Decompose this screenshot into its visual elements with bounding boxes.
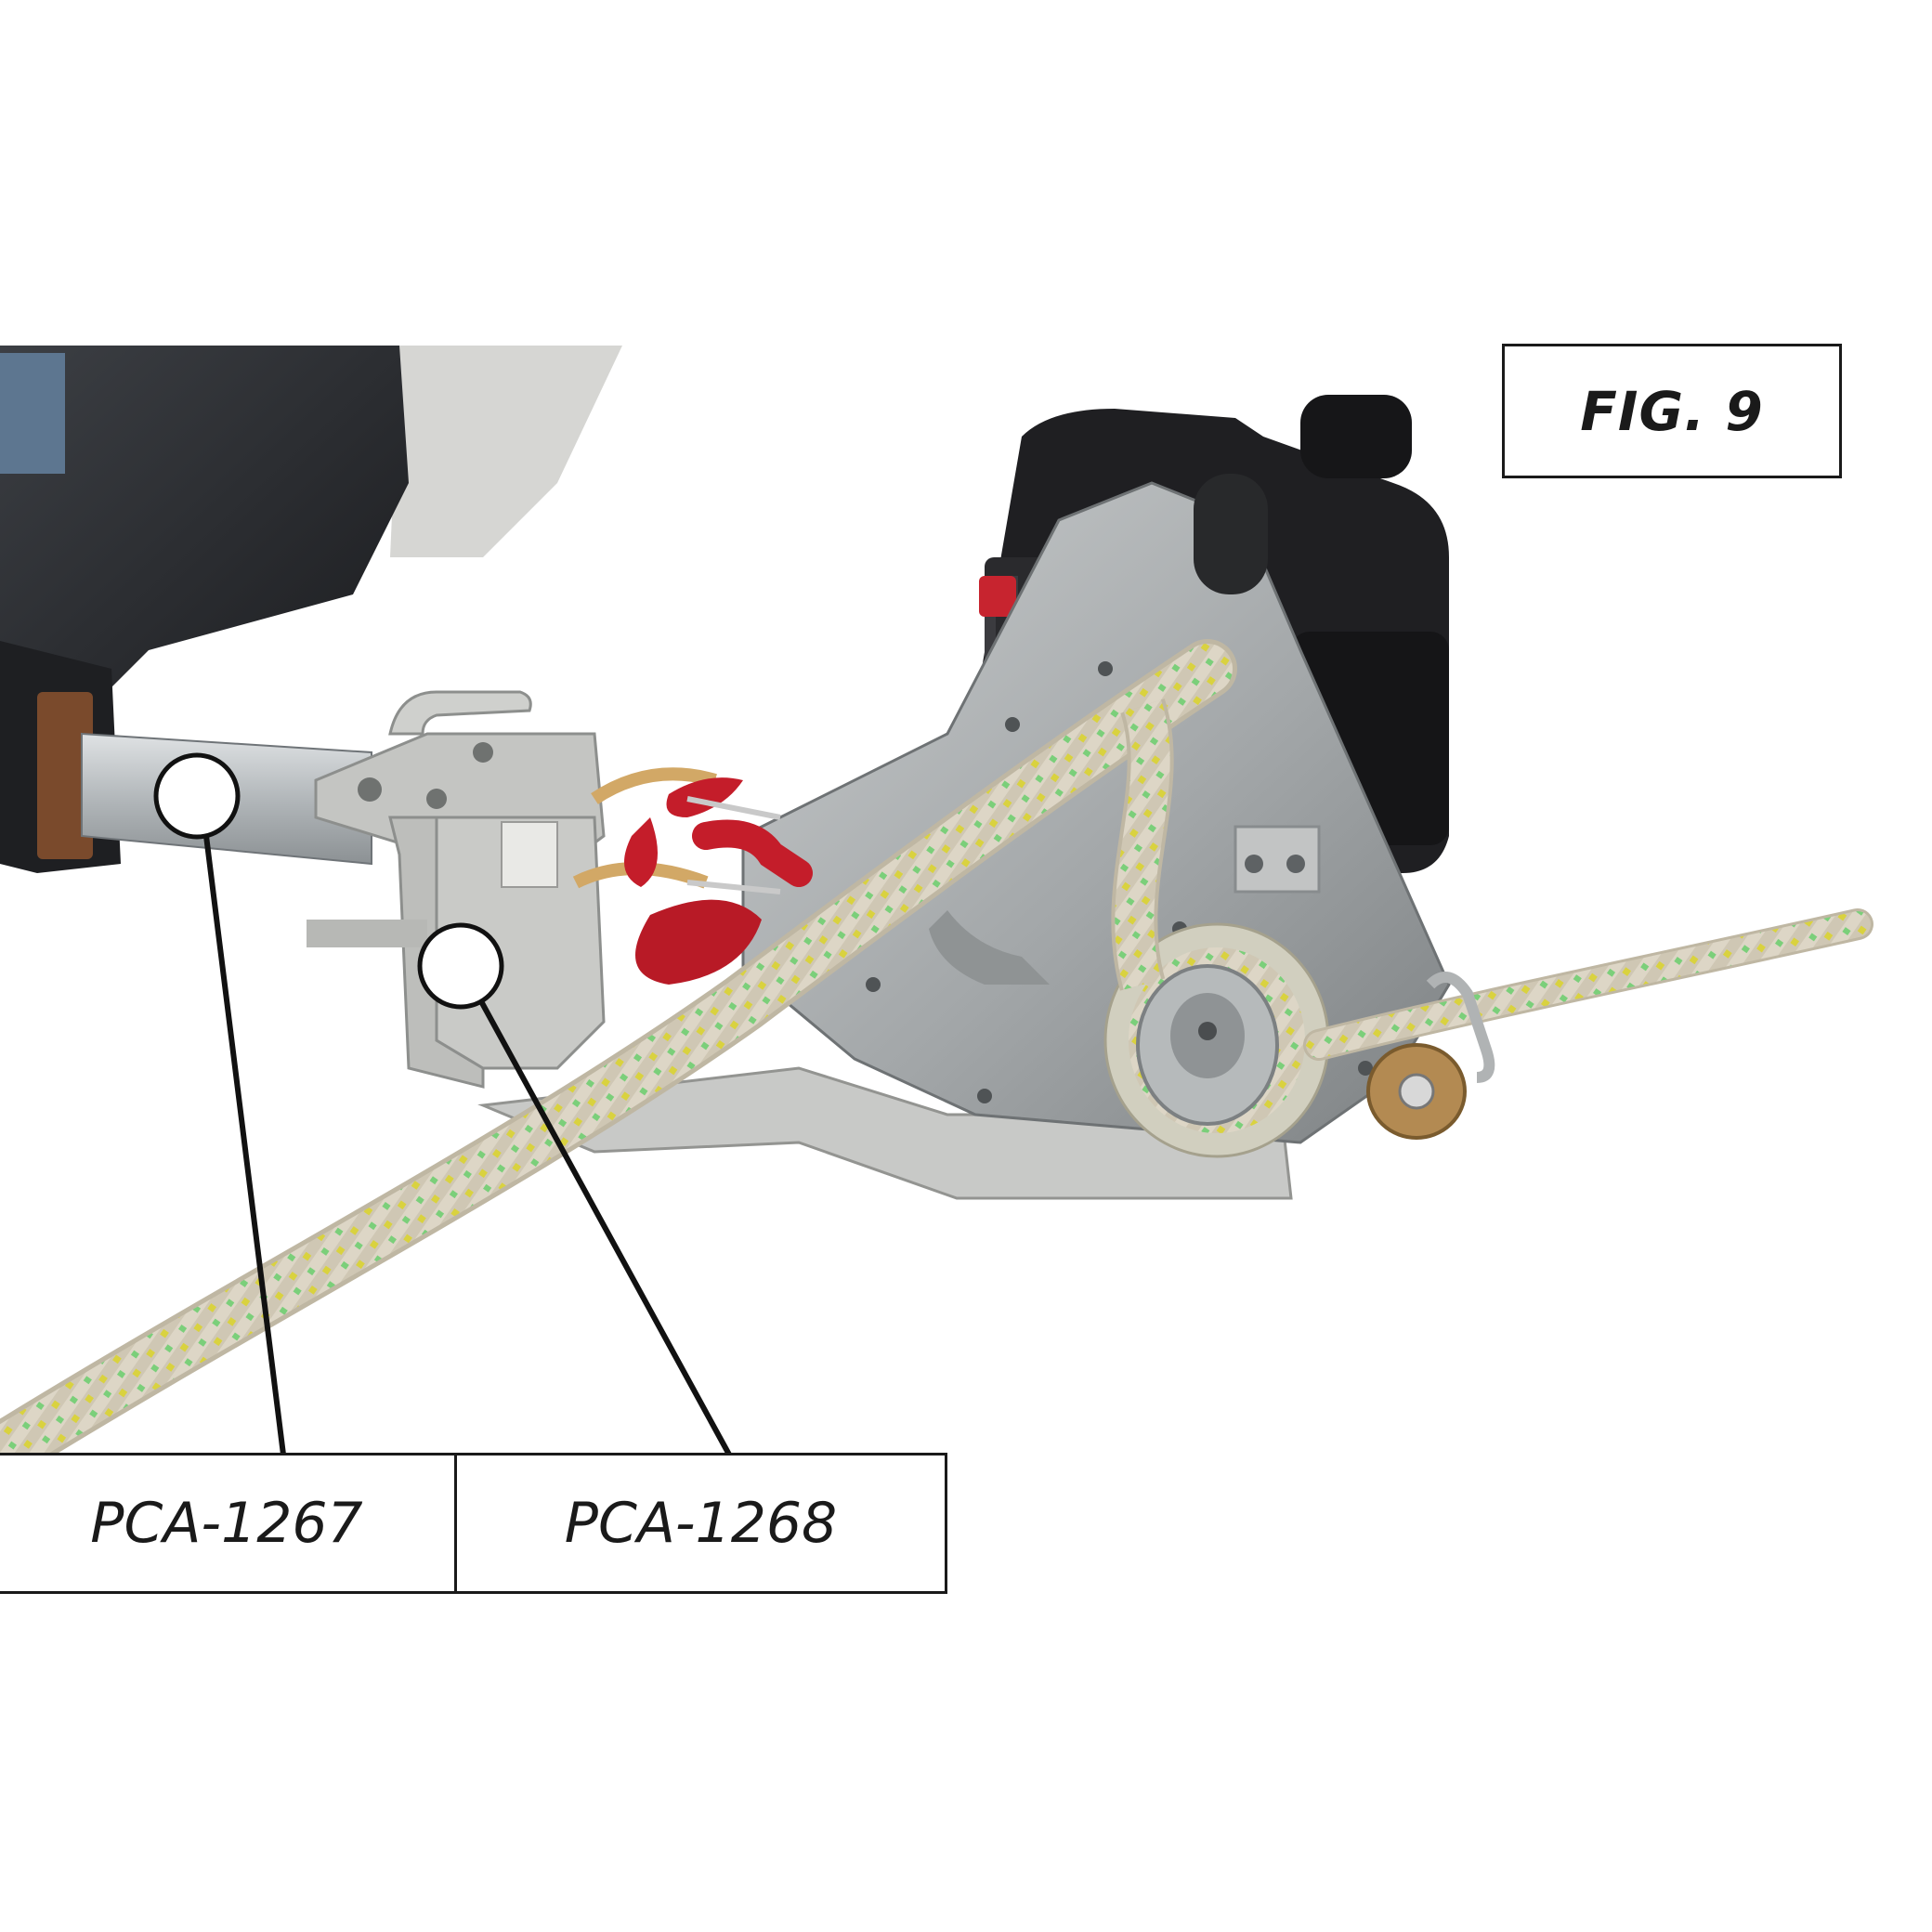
figure-label: FIG. 9 bbox=[1580, 379, 1764, 443]
winch-base-plate bbox=[477, 1066, 1293, 1200]
part-number-pca-1267: PCA-1267 bbox=[0, 1456, 457, 1591]
mounting-bracket bbox=[307, 690, 606, 1089]
figure-label-box: FIG. 9 bbox=[1502, 344, 1842, 478]
callout-marker-1267 bbox=[153, 752, 241, 840]
rope-guide-pulley bbox=[1366, 972, 1495, 1140]
leader-line-1268 bbox=[478, 999, 732, 1456]
callout-marker-1268 bbox=[417, 922, 504, 1010]
red-hooks bbox=[572, 767, 813, 985]
part-number-pca-1268: PCA-1268 bbox=[564, 1491, 838, 1556]
part-number-table: PCA-1267 PCA-1268 bbox=[0, 1453, 947, 1594]
leader-line-1267 bbox=[203, 835, 286, 1456]
vehicle-bumper bbox=[0, 346, 622, 873]
winch-capstan-drum bbox=[1103, 922, 1330, 1158]
rope bbox=[0, 639, 1873, 1483]
